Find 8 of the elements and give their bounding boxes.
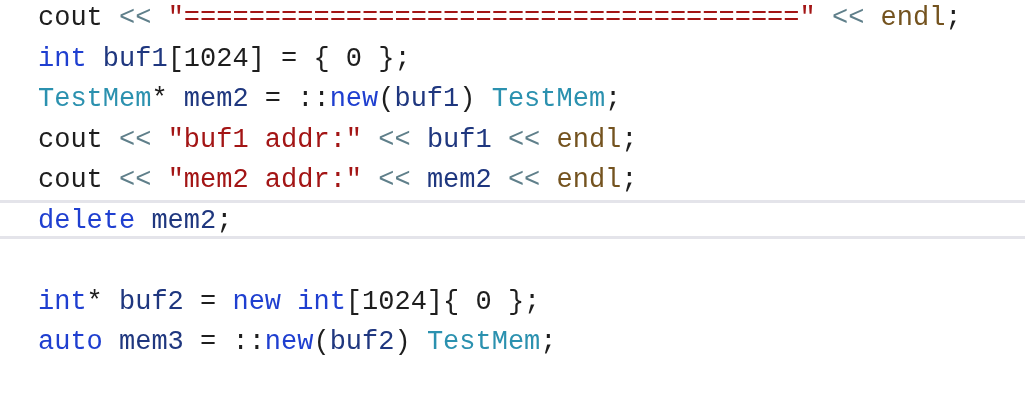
code-line: delete mem2; (38, 204, 233, 238)
code-line: auto mem3 = ::new(buf2) TestMem; (38, 326, 557, 359)
code-line: TestMem* mem2 = ::new(buf1) TestMem; (38, 83, 622, 116)
code-line: int* buf2 = new int[1024]{ 0 }; (38, 285, 541, 319)
code-line: int buf1[1024] = { 0 }; (38, 42, 411, 76)
code-line: cout << "======================================" << endl; (38, 2, 962, 35)
code-line: cout << "buf1 addr:" << buf1 << endl; (38, 123, 638, 157)
code-line: cout << "mem2 addr:" << mem2 << endl; (38, 164, 638, 197)
